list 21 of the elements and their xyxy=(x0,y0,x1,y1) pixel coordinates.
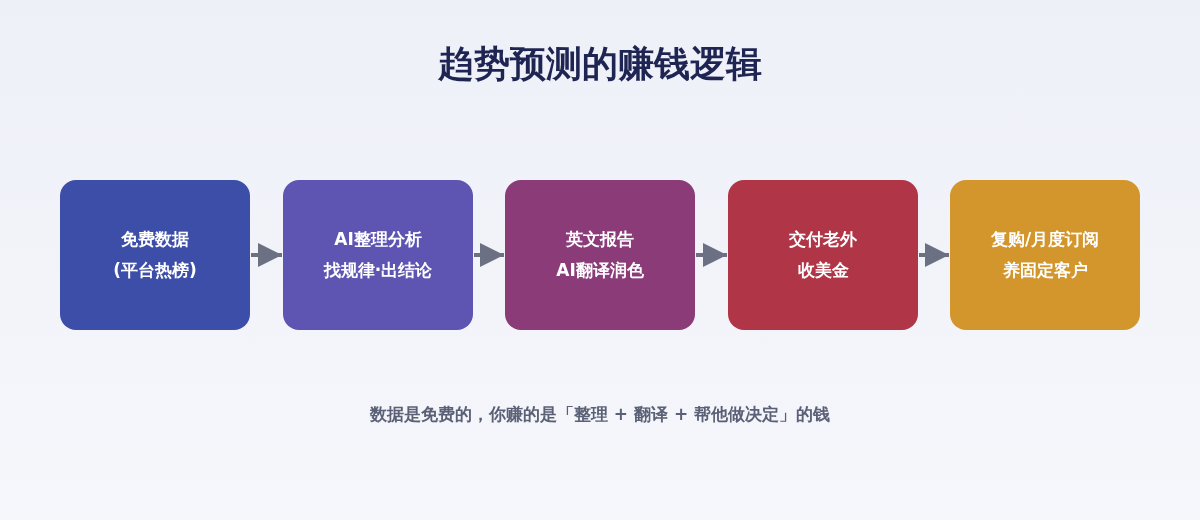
process-box xyxy=(60,180,250,330)
caption: 数据是免费的，你赚的是「整理 + 翻译 + 帮他做决定」的钱 xyxy=(369,403,831,426)
box-text: 英文报告 xyxy=(566,228,634,251)
arrow xyxy=(696,243,727,267)
box-text: (平台热榜) xyxy=(113,259,197,282)
process-box xyxy=(505,180,695,330)
arrow xyxy=(251,243,282,267)
process-box xyxy=(950,180,1140,330)
process-box xyxy=(283,180,473,330)
box-text: 收美金 xyxy=(797,259,849,282)
arrow xyxy=(919,243,949,267)
box-text: 复购/月度订阅 xyxy=(990,228,1100,251)
box-text: 找规律·出结论 xyxy=(323,259,433,282)
process-box xyxy=(728,180,918,330)
diagram-title: 趋势预测的赚钱逻辑 xyxy=(438,42,762,86)
arrow xyxy=(474,243,504,267)
box-text: 交付老外 xyxy=(789,228,857,251)
box-text: AI翻译润色 xyxy=(556,259,644,282)
box-text: AI整理分析 xyxy=(334,228,422,251)
box-text: 养固定客户 xyxy=(1002,259,1088,282)
box-text: 免费数据 xyxy=(121,228,189,251)
